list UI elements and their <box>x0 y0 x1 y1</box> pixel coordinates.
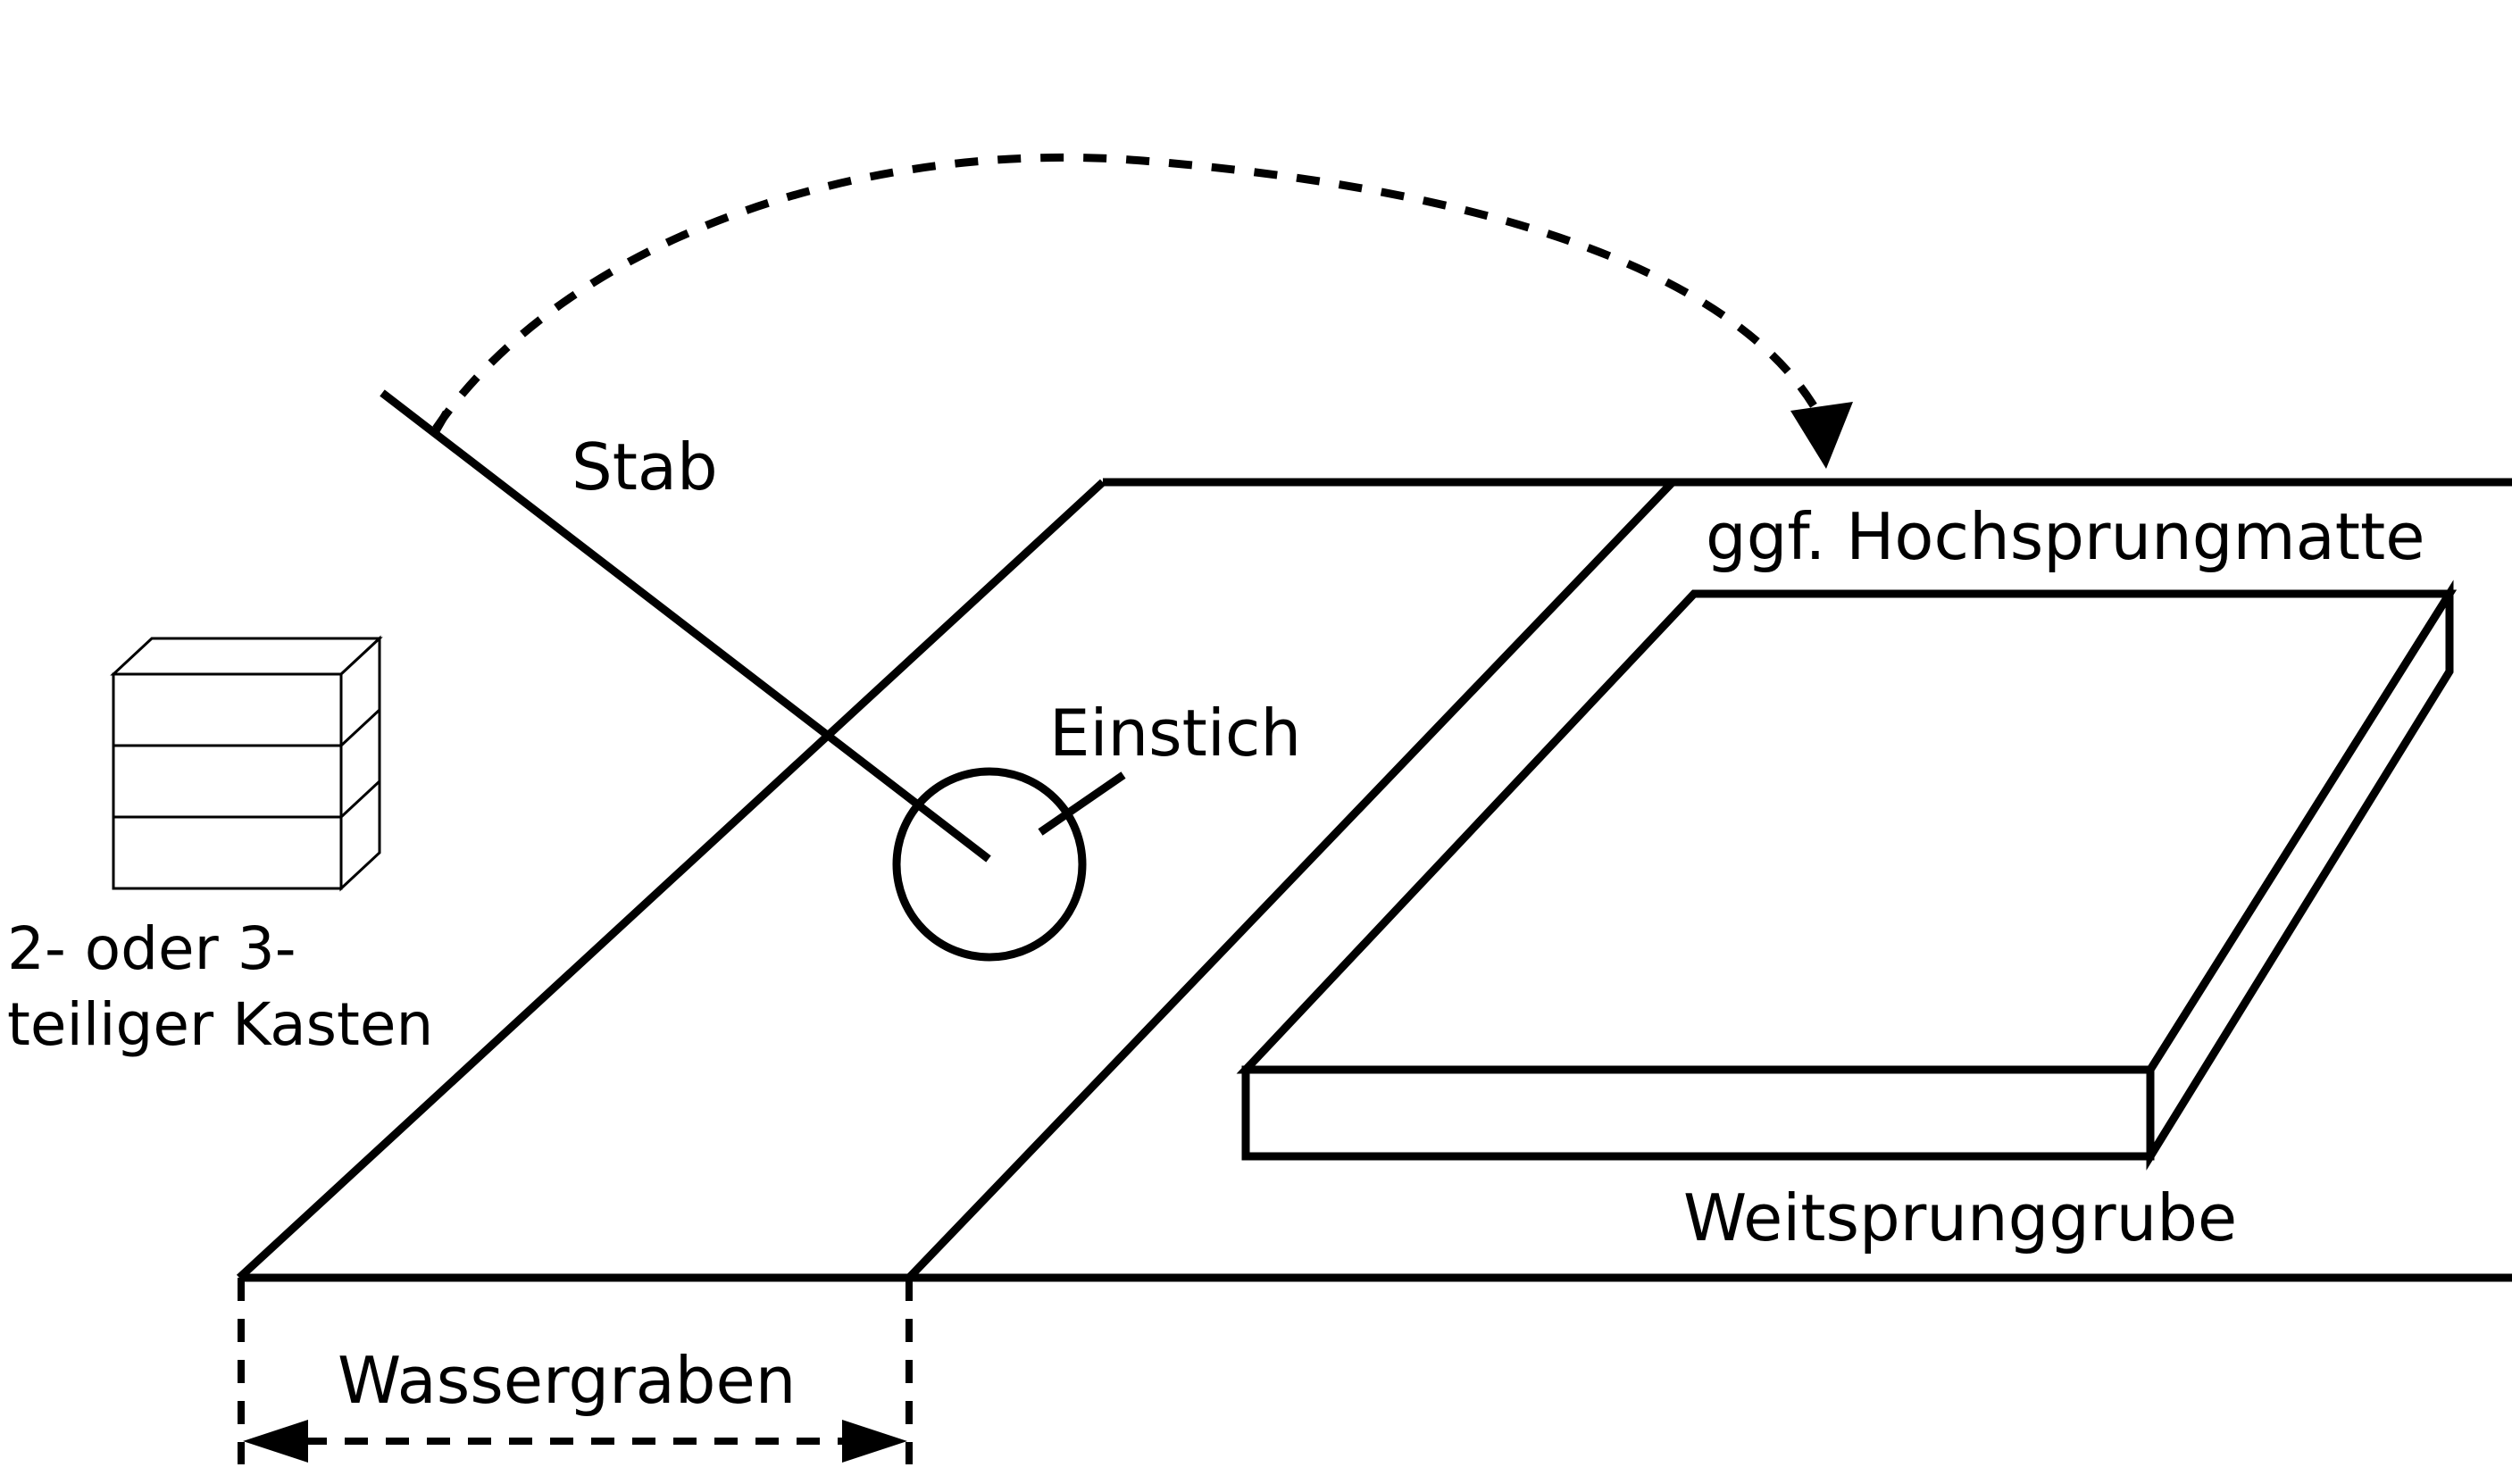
label-stab: Stab <box>572 429 718 504</box>
ditch-left-edge <box>236 479 1106 1281</box>
label-wassergraben: Wassergraben <box>338 1343 797 1418</box>
box-stack-icon <box>110 635 383 892</box>
label-kasten-line2: teiliger Kasten <box>7 990 434 1059</box>
einstich-circle <box>892 767 1087 962</box>
einstich-leader-line <box>1038 771 1126 836</box>
label-weitsprunggrube: Weitsprunggrube <box>1683 1180 2238 1255</box>
label-hochsprungmatte: ggf. Hochsprungmatte <box>1706 499 2425 574</box>
ditch-arrowhead-left <box>243 1420 308 1463</box>
ditch-right-edge <box>905 479 1676 1281</box>
flight-arc-dashed <box>432 153 1825 431</box>
label-kasten-line1: 2- oder 3- <box>7 914 296 983</box>
ditch-arrowhead-right <box>842 1420 907 1463</box>
label-einstich: Einstich <box>1049 696 1302 771</box>
pole-line <box>380 389 991 863</box>
mat-shape <box>1236 579 2458 1171</box>
flight-arc-arrowhead <box>1790 402 1853 469</box>
